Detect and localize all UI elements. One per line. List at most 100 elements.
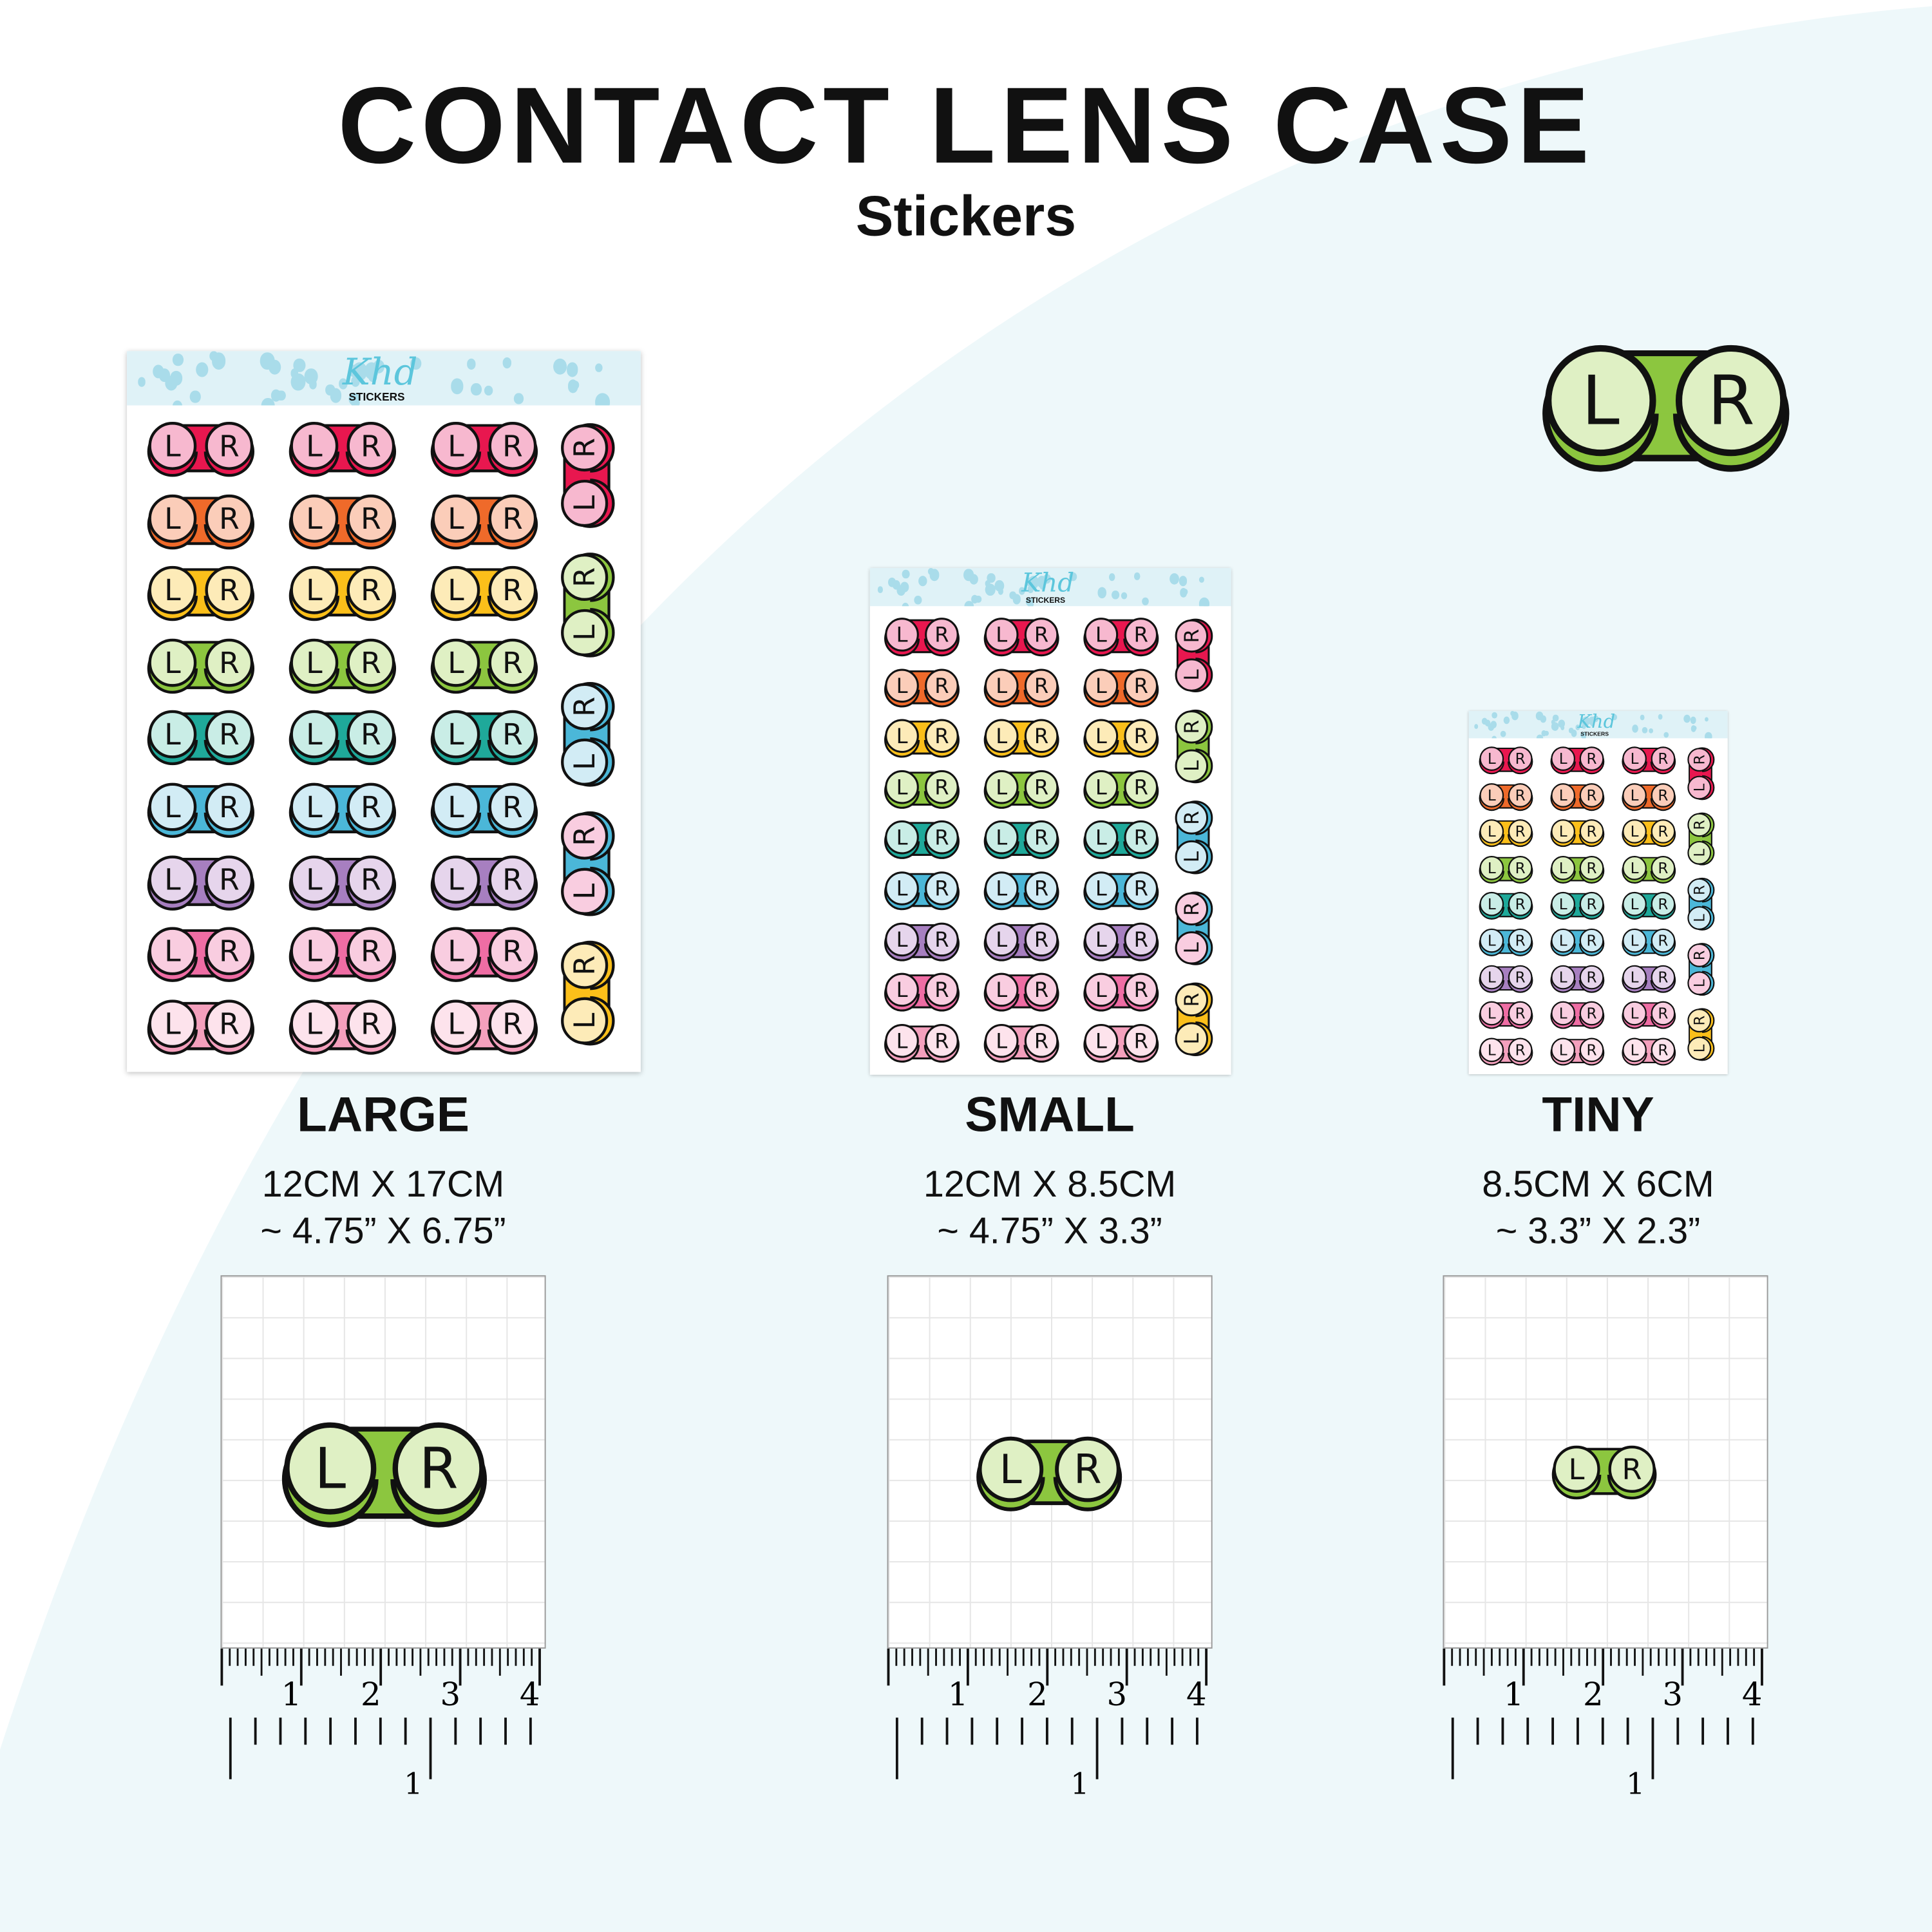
cm-label: 3 <box>440 1676 460 1713</box>
pattern-dot <box>1544 730 1549 736</box>
sticker-letter: R <box>1587 788 1597 804</box>
lens-case-sticker: LR <box>1175 800 1213 875</box>
pattern-dot <box>1705 732 1712 739</box>
sticker-letter: R <box>502 934 523 969</box>
pattern-dot <box>1590 721 1595 726</box>
logo-text: STICKERS <box>348 390 405 403</box>
sticker-letter: L <box>1692 849 1709 857</box>
sticker-letter: R <box>1587 824 1597 840</box>
pattern-dot <box>1133 573 1141 581</box>
pattern-dot <box>1025 597 1034 607</box>
sticker-letter: L <box>164 429 181 463</box>
sticker-letter: L <box>567 1013 601 1029</box>
sticker-letter: R <box>419 1435 459 1501</box>
pattern-dot <box>1640 715 1645 721</box>
sticker-letter: L <box>1692 979 1709 987</box>
pattern-dot <box>502 357 512 369</box>
sticker-letter: R <box>1692 820 1709 830</box>
sticker-letter: L <box>306 429 323 463</box>
sticker-letter: L <box>1631 1042 1639 1059</box>
pattern-dot <box>1560 725 1564 730</box>
sticker-letter: L <box>1488 860 1496 877</box>
sticker-letter: R <box>934 724 949 748</box>
lens-case-sticker: LR <box>561 940 615 1046</box>
pattern-dot <box>1121 592 1127 600</box>
sticker-letter: L <box>164 718 181 752</box>
pattern-dot <box>964 601 974 607</box>
metric-dims: 12CM X 8.5CM <box>923 1164 1177 1206</box>
pattern-dot <box>1503 716 1510 724</box>
sticker-letter: L <box>306 501 323 535</box>
pattern-dot <box>466 359 476 370</box>
sticker-letter: L <box>1488 933 1496 950</box>
lens-case-sticker: LR <box>1687 877 1715 931</box>
sticker-letter: R <box>219 718 240 752</box>
pattern-dot <box>308 380 316 389</box>
pattern-dot <box>514 393 524 405</box>
sticker-letter: L <box>896 876 908 901</box>
sticker-letter: R <box>1587 896 1597 913</box>
sticker-letter: L <box>996 826 1007 850</box>
page-subtitle: Stickers <box>855 184 1077 248</box>
sticker-letter: R <box>1180 993 1204 1007</box>
sticker-letter: R <box>502 718 523 752</box>
sticker-letter: R <box>1180 629 1204 643</box>
sticker-letter: R <box>567 826 601 846</box>
sticker-letter: R <box>1034 673 1048 697</box>
sticker-letter: L <box>448 862 464 896</box>
sticker-letter: L <box>1692 1044 1709 1052</box>
sticker-letter: L <box>164 573 181 607</box>
sticker-letter: L <box>1095 927 1107 952</box>
pattern-dot <box>1026 577 1034 587</box>
sticker-letter: L <box>164 934 181 969</box>
pattern-dot <box>450 378 464 394</box>
pattern-dot <box>368 372 377 382</box>
sticker-letter: L <box>896 826 908 850</box>
sticker-letter: R <box>1180 811 1204 825</box>
sticker-letter: L <box>306 1007 323 1041</box>
inch-label: 1 <box>1626 1766 1645 1801</box>
inch-label: 1 <box>404 1766 422 1801</box>
sticker-letter: L <box>1095 1028 1107 1053</box>
pattern-dot <box>1027 585 1034 594</box>
sticker-letter: R <box>1515 1042 1526 1059</box>
sticker-letter: R <box>1658 896 1668 913</box>
pattern-dot <box>985 580 990 587</box>
sticker-letter: L <box>996 724 1007 748</box>
sticker-letter: L <box>1559 860 1567 877</box>
sticker-letter: L <box>1631 933 1639 950</box>
sticker-letter: L <box>306 790 323 824</box>
sticker-letter: R <box>1708 361 1755 440</box>
pattern-dot <box>1179 588 1188 598</box>
sticker-letter: R <box>1074 1446 1101 1493</box>
sticker-letter: R <box>1134 623 1148 647</box>
pattern-dot <box>276 390 286 401</box>
pattern-dot <box>975 595 981 603</box>
sticker-letter: R <box>567 697 601 717</box>
pattern-dot <box>1069 572 1077 582</box>
sticker-letter: R <box>567 567 601 587</box>
sticker-letter: L <box>896 623 908 647</box>
sticker-letter: L <box>896 724 908 748</box>
